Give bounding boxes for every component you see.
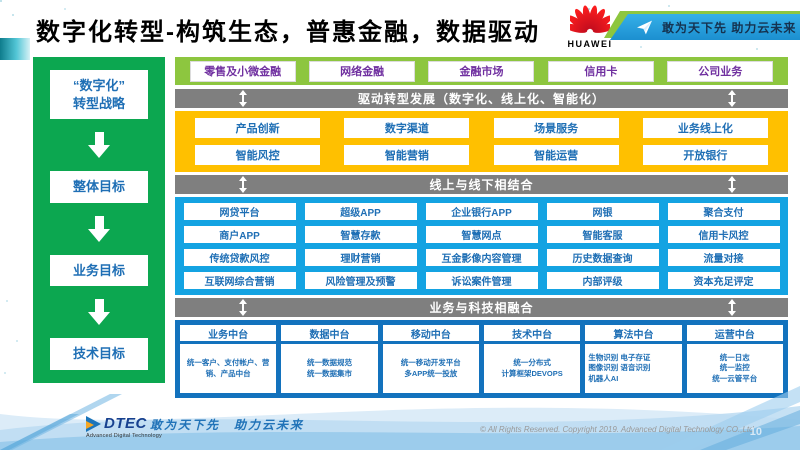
app-image-content-management: 互金影像内容管理 [425, 249, 538, 266]
down-arrow-icon [88, 215, 110, 242]
app-smart-customer-service: 智能客服 [546, 226, 659, 243]
platform-header: 数据中台 [281, 325, 378, 341]
app-corporate-banking-app: 企业银行APP [425, 203, 538, 220]
page-title: 数字化转型-构筑生态，普惠金融，数据驱动 [36, 19, 540, 46]
ribbon-slogan-text: 敢为天下先 助力云未来 [662, 20, 797, 35]
platform-body: 统一日志 统一监控 统一云管平台 [686, 344, 783, 393]
business-line-credit-card: 信用卡 [547, 60, 654, 82]
capability-digital-channels: 数字渠道 [344, 118, 470, 138]
application-section: 网贷平台 超级APP 企业银行APP 网银 聚合支付 商户APP 智慧存款 智慧… [175, 197, 788, 295]
huawei-wordmark: HUAWEI [567, 39, 613, 49]
platform-body: 生物识别 电子存证 图像识别 语音识别 机器人AI [585, 344, 682, 393]
platform-business: 业务中台 统一客户、支付帐户、营销、产品中台 [180, 325, 277, 393]
updown-arrow-icon [239, 176, 248, 193]
slogan-ribbon: 敢为天下先 助力云未来 [610, 14, 800, 40]
page-number: 10 [749, 426, 762, 438]
capability-row-1: 产品创新 数字渠道 场景服务 业务线上化 [183, 118, 780, 138]
capability-row-2: 智能风控 智能营销 智能运营 开放银行 [183, 145, 780, 165]
updown-arrow-icon [239, 299, 248, 316]
adtec-subtext: Advanced Digital Technology [86, 433, 162, 439]
platform-header: 移动中台 [382, 325, 479, 341]
online-offline-label: 线上与线下相结合 [429, 178, 534, 192]
down-arrow-icon [88, 132, 110, 159]
business-line-corporate-business: 公司业务 [667, 60, 774, 82]
capability-smart-operations: 智能运营 [493, 145, 619, 165]
app-online-loan-platform: 网贷平台 [183, 203, 296, 220]
capability-smart-risk-control: 智能风控 [195, 145, 321, 165]
tech-fusion-label: 业务与科技相融合 [429, 301, 534, 315]
app-credit-card-risk-control: 信用卡风控 [667, 226, 780, 243]
platform-operations: 运营中台 统一日志 统一监控 统一云管平台 [686, 325, 783, 393]
application-row-3: 传统贷款风控 理财营销 互金影像内容管理 历史数据查询 流量对接 [179, 249, 784, 266]
updown-arrow-icon [727, 90, 736, 107]
updown-arrow-icon [727, 299, 736, 316]
app-smart-branch: 智慧网点 [425, 226, 538, 243]
copyright-text: © All Rights Reserved. Copyright 2019. A… [480, 425, 754, 434]
platform-data: 数据中台 统一数据规范 统一数据集市 [281, 325, 378, 393]
strategy-box-business-goal: 业务目标 [50, 254, 148, 287]
footer-slogan: 敢为天下先 助力云未来 [150, 418, 305, 432]
down-arrow-icon [88, 299, 110, 326]
strategy-box-overall-goal: 整体目标 [50, 171, 148, 203]
application-row-4: 互联网综合营销 风险管理及预警 诉讼案件管理 内部评级 资本充足评定 [179, 272, 784, 289]
business-line-internet-finance: 网络金融 [309, 60, 416, 82]
adtec-arrow-icon [86, 415, 102, 432]
strategy-box-technology-goal: 技术目标 [50, 338, 148, 370]
platform-body: 统一数据规范 统一数据集市 [281, 344, 378, 393]
updown-arrow-icon [239, 90, 248, 107]
platform-mobile: 移动中台 统一移动开发平台 多APP统一投放 [382, 325, 479, 393]
application-row-1: 网贷平台 超级APP 企业银行APP 网银 聚合支付 [179, 203, 784, 220]
strategy-box-digital-transformation: “数字化” 转型战略 [50, 70, 148, 120]
capability-smart-marketing: 智能营销 [344, 145, 470, 165]
capability-open-banking: 开放银行 [642, 145, 768, 165]
app-online-banking: 网银 [546, 203, 659, 220]
updown-arrow-icon [727, 176, 736, 193]
network-dots-decoration [0, 0, 2, 2]
business-line-retail-micro-finance: 零售及小微金融 [189, 60, 296, 82]
platform-algorithm: 算法中台 生物识别 电子存证 图像识别 语音识别 机器人AI [585, 325, 682, 393]
app-risk-management-warning: 风险管理及预警 [304, 272, 417, 289]
capability-business-online: 业务线上化 [642, 118, 768, 138]
app-aggregate-payment: 聚合支付 [667, 203, 780, 220]
app-litigation-case-management: 诉讼案件管理 [425, 272, 538, 289]
drive-transformation-bar: 驱动转型发展（数字化、线上化、智能化） [175, 89, 788, 108]
platform-header: 算法中台 [585, 325, 682, 341]
platform-body: 统一客户、支付帐户、营销、产品中台 [180, 344, 277, 393]
app-capital-adequacy-assessment: 资本充足评定 [667, 272, 780, 289]
title-accent-bar [0, 38, 30, 60]
app-super-app: 超级APP [304, 203, 417, 220]
app-historical-data-query: 历史数据查询 [546, 249, 659, 266]
huawei-flower-icon [563, 5, 617, 33]
platform-header: 业务中台 [180, 325, 277, 341]
huawei-logo: HUAWEI [563, 4, 617, 49]
app-traffic-connection: 流量对接 [667, 249, 780, 266]
online-offline-bar: 线上与线下相结合 [175, 175, 788, 194]
application-row-2: 商户APP 智慧存款 智慧网点 智能客服 信用卡风控 [179, 226, 784, 243]
adtec-logo: DTEC Advanced Digital Technology [86, 415, 162, 439]
app-wealth-management-marketing: 理财营销 [304, 249, 417, 266]
platform-section: 业务中台 统一客户、支付帐户、营销、产品中台 数据中台 统一数据规范 统一数据集… [175, 320, 788, 398]
business-line-financial-markets: 金融市场 [428, 60, 535, 82]
app-internet-integrated-marketing: 互联网综合营销 [183, 272, 296, 289]
platform-header: 运营中台 [686, 325, 783, 341]
paper-plane-icon [637, 20, 652, 34]
drive-transformation-label: 驱动转型发展（数字化、线上化、智能化） [357, 92, 605, 106]
platform-technology: 技术中台 统一分布式 计算框架DEVOPS [483, 325, 581, 393]
capability-scenario-services: 场景服务 [493, 118, 619, 138]
platform-body: 统一分布式 计算框架DEVOPS [483, 344, 581, 393]
app-internal-rating: 内部评级 [546, 272, 659, 289]
main-content: 零售及小微金融 网络金融 金融市场 信用卡 公司业务 驱动转型发展（数字化、线上… [175, 57, 788, 398]
tech-fusion-bar: 业务与科技相融合 [175, 298, 788, 317]
capability-section: 产品创新 数字渠道 场景服务 业务线上化 智能风控 智能营销 智能运营 开放银行 [175, 111, 788, 172]
app-merchant-app: 商户APP [183, 226, 296, 243]
app-smart-deposit: 智慧存款 [304, 226, 417, 243]
adtec-wordmark: DTEC [104, 415, 147, 432]
platform-header: 技术中台 [483, 325, 581, 341]
platform-body: 统一移动开发平台 多APP统一投放 [382, 344, 479, 393]
strategy-column: “数字化” 转型战略 整体目标 业务目标 技术目标 [33, 57, 165, 383]
capability-product-innovation: 产品创新 [195, 118, 321, 138]
app-traditional-loan-risk-control: 传统贷款风控 [183, 249, 296, 266]
business-lines-row: 零售及小微金融 网络金融 金融市场 信用卡 公司业务 [175, 57, 788, 85]
